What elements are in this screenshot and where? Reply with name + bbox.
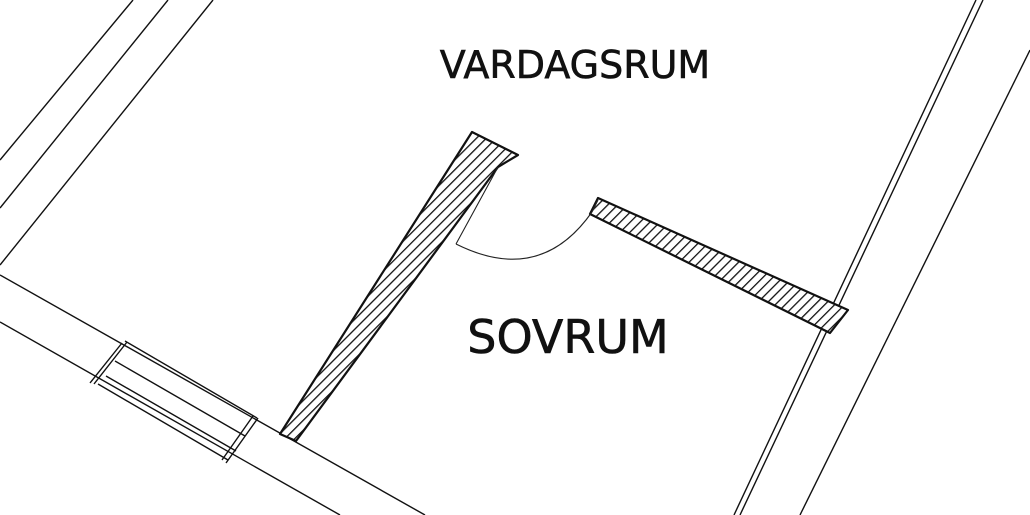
bedroom-wall-right xyxy=(588,196,850,335)
outer-wall-right xyxy=(733,0,1030,515)
outer-wall-left xyxy=(0,0,214,266)
room-label-living-room: VARDAGSRUM xyxy=(440,43,710,87)
bedroom-wall-left xyxy=(278,130,520,443)
outer-wall-bottom xyxy=(0,274,426,515)
room-label-bedroom: SOVRUM xyxy=(467,310,668,364)
window xyxy=(89,340,259,464)
door xyxy=(455,166,599,260)
